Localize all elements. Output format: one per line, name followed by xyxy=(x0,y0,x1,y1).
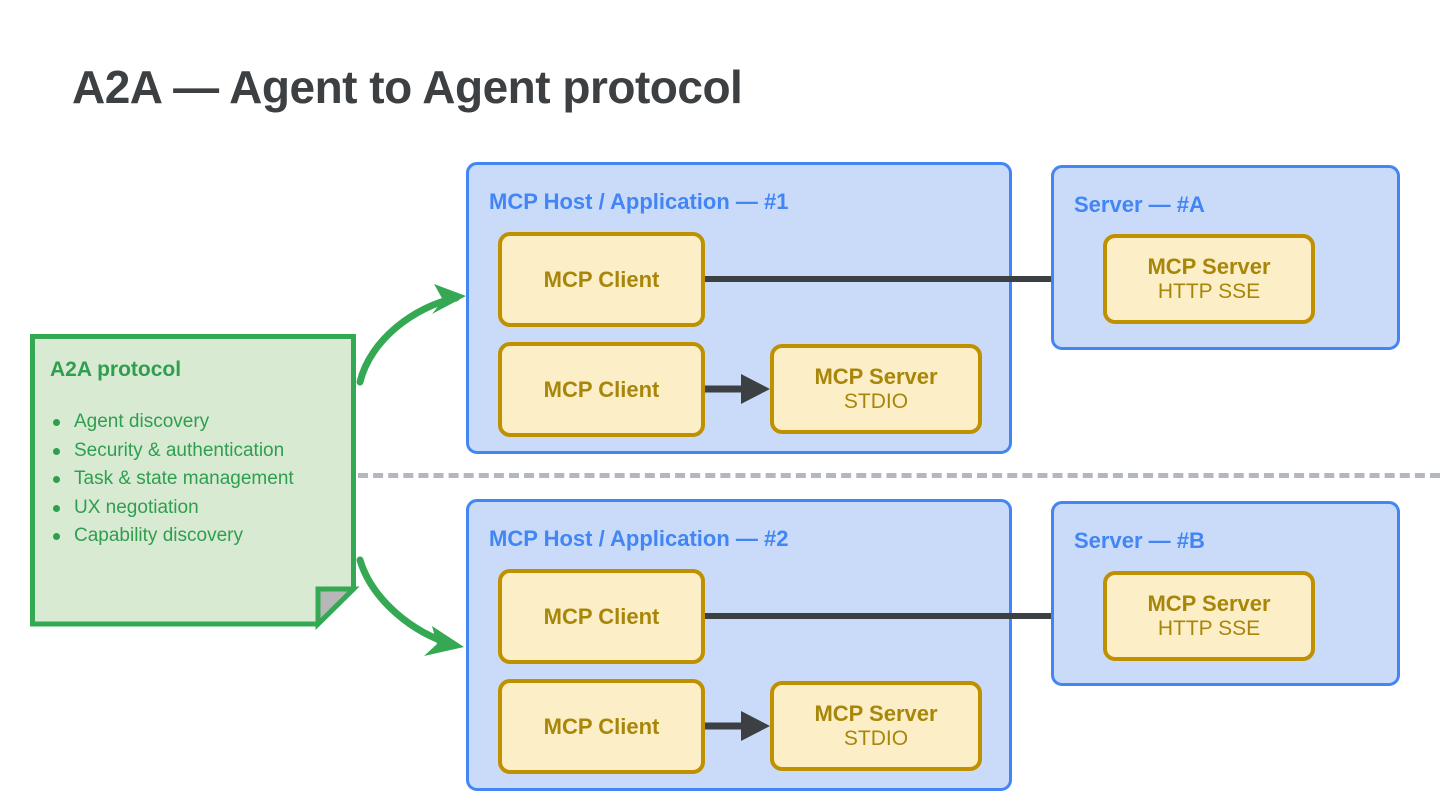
node-label-primary: MCP Client xyxy=(543,603,660,629)
mcp-server-stdio-node-2[interactable]: MCP Server STDIO xyxy=(770,681,982,771)
list-item: UX negotiation xyxy=(50,494,336,523)
list-item-label: Capability discovery xyxy=(74,525,243,546)
client-to-server-b-arrow xyxy=(705,601,1101,631)
bullet-icon xyxy=(53,447,60,455)
panel-title: Server — #A xyxy=(1074,192,1205,217)
mcp-server-http-sse-node-a[interactable]: MCP Server HTTP SSE xyxy=(1103,234,1315,324)
panel-title: Server — #B xyxy=(1074,528,1205,553)
a2a-to-host-1-arrow xyxy=(356,284,466,386)
node-label-primary: MCP Client xyxy=(543,376,660,402)
client-to-stdio-arrow-2 xyxy=(705,711,770,741)
node-label-primary: MCP Server xyxy=(1147,253,1271,279)
note-bullet-list: Agent discovery Security & authenticatio… xyxy=(50,408,336,551)
a2a-to-host-2-arrow xyxy=(356,556,464,656)
note-shape xyxy=(30,334,360,630)
node-label-secondary: HTTP SSE xyxy=(1157,280,1261,304)
list-item: Security & authentication xyxy=(50,437,336,466)
panel-title: MCP Host / Application — #1 xyxy=(489,189,789,214)
node-label-primary: MCP Server xyxy=(1147,590,1271,616)
bullet-icon xyxy=(53,504,60,512)
mcp-server-stdio-node-1[interactable]: MCP Server STDIO xyxy=(770,344,982,434)
bullet-icon xyxy=(53,476,60,483)
list-item-label: Security & authentication xyxy=(74,439,285,461)
bullet-icon xyxy=(53,419,60,426)
client-to-server-a-arrow xyxy=(705,264,1101,294)
section-divider xyxy=(358,473,1440,478)
list-item-label: UX negotiation xyxy=(74,496,199,518)
panel-title: MCP Host / Application — #2 xyxy=(489,526,789,551)
node-label-primary: MCP Server xyxy=(814,363,938,389)
list-item: Agent discovery xyxy=(50,408,336,437)
a2a-protocol-note: A2A protocol Agent discovery Security & … xyxy=(30,334,360,630)
mcp-client-node-2a[interactable]: MCP Client xyxy=(498,569,705,664)
page-title: A2A — Agent to Agent protocol xyxy=(72,61,743,113)
mcp-client-node-2b[interactable]: MCP Client xyxy=(498,679,705,774)
mcp-client-node-1a[interactable]: MCP Client xyxy=(498,232,705,327)
node-label-primary: MCP Client xyxy=(543,266,660,292)
list-item: Capability discovery xyxy=(50,522,336,551)
list-item: Task & state management xyxy=(50,465,336,494)
mcp-server-http-sse-node-b[interactable]: MCP Server HTTP SSE xyxy=(1103,571,1315,661)
node-label-secondary: STDIO xyxy=(843,727,909,751)
bullet-icon xyxy=(53,533,60,540)
node-label-secondary: HTTP SSE xyxy=(1157,617,1261,641)
list-item-label: Agent discovery xyxy=(74,411,210,432)
list-item-label: Task & state management xyxy=(74,468,294,489)
note-title: A2A protocol xyxy=(50,358,182,381)
mcp-client-node-1b[interactable]: MCP Client xyxy=(498,342,705,437)
node-label-primary: MCP Server xyxy=(814,700,938,726)
client-to-stdio-arrow-1 xyxy=(705,374,770,404)
node-label-secondary: STDIO xyxy=(843,390,909,414)
node-label-primary: MCP Client xyxy=(543,713,660,739)
